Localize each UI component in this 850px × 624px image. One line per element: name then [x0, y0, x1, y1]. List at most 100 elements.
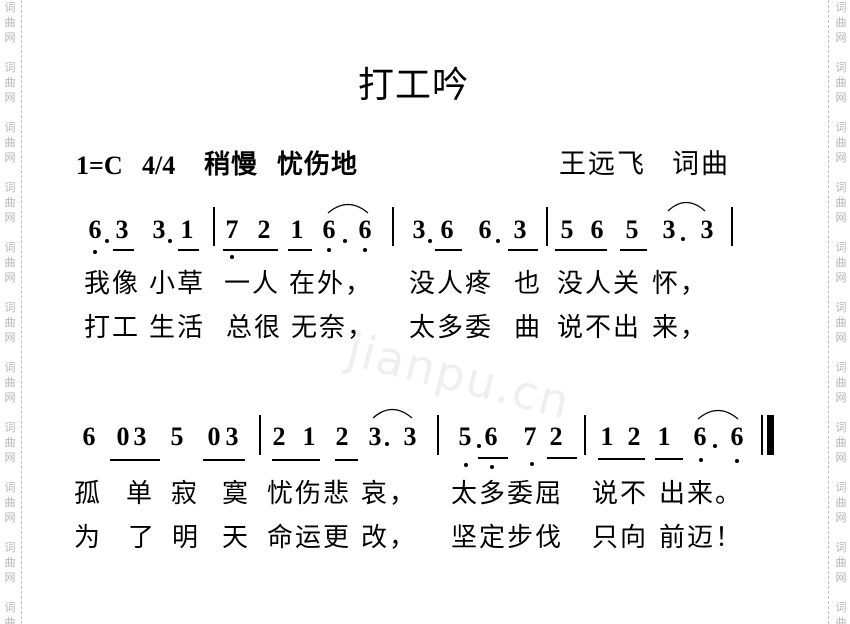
watermark-char: 网	[4, 91, 16, 104]
watermark-char: 曲	[4, 616, 16, 624]
watermark-char: 曲	[4, 16, 16, 29]
watermark-char: 网	[835, 151, 847, 164]
lyric-word: 来，	[652, 313, 709, 343]
augmentation-dot	[343, 239, 347, 243]
beam-underline	[435, 249, 462, 251]
watermark-char: 曲	[835, 436, 847, 449]
watermark-char: 词	[4, 421, 16, 434]
lyric-word: 没人疼	[409, 269, 494, 299]
barline	[437, 415, 439, 455]
barline	[731, 207, 733, 246]
lyric-word: 天	[222, 523, 251, 553]
watermark-group: 词曲网	[834, 180, 848, 225]
watermark-char: 曲	[835, 556, 847, 569]
watermark-char: 网	[835, 211, 847, 224]
lyric-word: 说不	[592, 479, 649, 509]
watermark-char: 曲	[4, 256, 16, 269]
watermark-char: 网	[4, 151, 16, 164]
note: 2	[257, 215, 271, 244]
lyric-word: 孤	[74, 479, 103, 509]
watermark-char: 词	[835, 241, 847, 254]
note: 1	[290, 215, 304, 244]
watermark-group: 词曲网	[3, 420, 17, 465]
watermark-char: 词	[835, 301, 847, 314]
note: 3	[662, 215, 676, 244]
lyric-word: 无奈，	[291, 313, 376, 343]
left-margin-dashed-line	[21, 0, 22, 624]
note: 7	[523, 422, 537, 451]
augmentation-dot	[713, 444, 717, 448]
note: 3	[513, 215, 527, 244]
watermark-char: 词	[4, 361, 16, 374]
watermark-char: 网	[4, 391, 16, 404]
watermark-char: 词	[4, 541, 16, 554]
note: 6	[82, 422, 96, 451]
watermark-char: 曲	[4, 496, 16, 509]
note: 1	[657, 422, 671, 451]
watermark-char: 网	[4, 331, 16, 344]
watermark-group: 词曲网	[834, 240, 848, 285]
lyric-word: 哀，	[361, 479, 418, 509]
beam-underline	[203, 459, 245, 461]
beam-underline	[110, 459, 160, 461]
lyric-word: 改，	[361, 523, 418, 553]
watermark-char: 词	[835, 481, 847, 494]
note: 6	[358, 215, 372, 244]
barline	[546, 207, 548, 246]
watermark-char: 曲	[835, 196, 847, 209]
note: 6	[693, 422, 707, 451]
watermark-char: 曲	[4, 136, 16, 149]
watermark-char: 词	[4, 301, 16, 314]
watermark-char: 网	[835, 571, 847, 584]
watermark-char: 词	[835, 181, 847, 194]
watermark-char: 曲	[835, 256, 847, 269]
lyric-word: 总很	[226, 313, 283, 343]
watermark-char: 曲	[4, 376, 16, 389]
slur-arc	[327, 203, 369, 214]
key-signature: 1=C	[76, 151, 123, 180]
lyric-word: 一人	[224, 269, 281, 299]
lyric-word: 没人关	[557, 269, 642, 299]
note: 2	[549, 422, 563, 451]
watermark-char: 曲	[835, 136, 847, 149]
watermark-char: 词	[4, 61, 16, 74]
low-octave-dot	[327, 248, 331, 252]
lyric-word: 寞	[222, 479, 251, 509]
beam-underline	[478, 457, 508, 459]
barline	[259, 415, 261, 455]
lyric-word: 命运更	[267, 523, 352, 553]
watermark-group: 词曲网	[834, 300, 848, 345]
barline	[392, 207, 394, 246]
lyric-word: 坚定步伐	[451, 523, 564, 553]
watermark-char: 词	[835, 541, 847, 554]
augmentation-dot	[385, 442, 389, 446]
watermark-char: 网	[835, 391, 847, 404]
watermark-char: 词	[4, 121, 16, 134]
lyric-word: 了	[128, 523, 157, 553]
watermark-char: 网	[4, 31, 16, 44]
watermark-char: 曲	[4, 556, 16, 569]
note: 1	[180, 215, 194, 244]
augmentation-dot	[477, 444, 481, 448]
note: 1	[302, 422, 316, 451]
slur-arc	[667, 201, 706, 212]
watermark-char: 曲	[835, 16, 847, 29]
time-signature: 4/4	[142, 151, 176, 180]
lyric-word: 小草	[149, 269, 206, 299]
watermark-char: 曲	[835, 76, 847, 89]
beam-underline	[655, 458, 683, 460]
watermark-group: 词曲网	[834, 60, 848, 105]
watermark-char: 词	[4, 601, 16, 614]
augmentation-dot	[496, 239, 500, 243]
augmentation-dot	[681, 237, 685, 241]
tempo-marking: 稍慢	[204, 150, 259, 180]
note: 6	[440, 215, 454, 244]
watermark-char: 词	[835, 421, 847, 434]
watermark-char: 词	[835, 601, 847, 614]
watermark-group: 词曲网	[834, 360, 848, 405]
augmentation-dot	[168, 239, 172, 243]
watermark-group: 词曲网	[3, 60, 17, 105]
note: 6	[484, 422, 498, 451]
beam-underline	[620, 249, 647, 251]
lyric-word: 寂	[171, 479, 200, 509]
